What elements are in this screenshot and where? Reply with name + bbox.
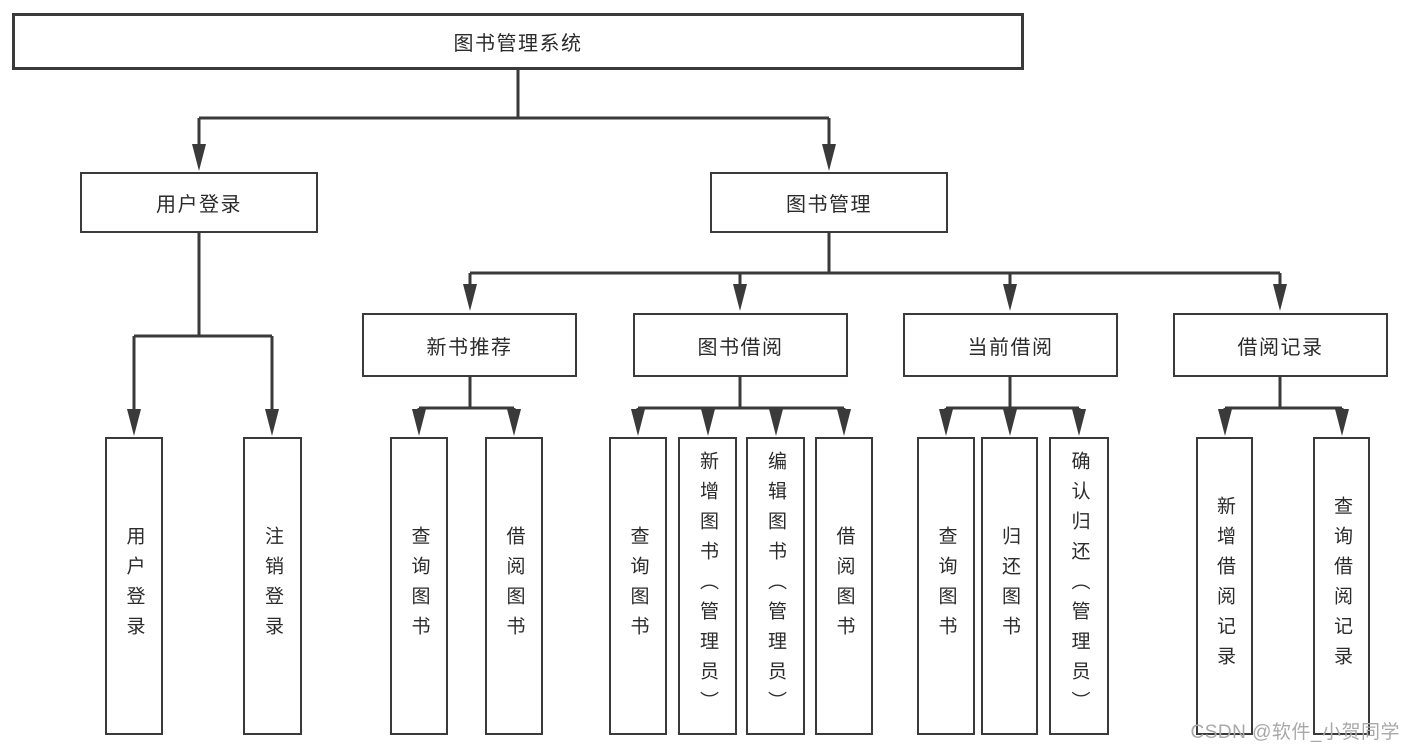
node-borrowing-records: 借阅记录 <box>1173 313 1388 377</box>
node-book-management-label: 图书管理 <box>786 194 872 216</box>
arrowhead-icons <box>127 144 1349 436</box>
leaf-current-confirm-return-admin-label: 确认归还（管理员） <box>1068 451 1090 721</box>
leaf-recommend-query-books-label: 查询图书 <box>408 526 430 646</box>
watermark: CSDN @软件_小贺同学 <box>1190 722 1400 743</box>
leaf-records-add-record-label: 新增借阅记录 <box>1214 496 1235 676</box>
leaf-borrow-query-books: 查询图书 <box>609 437 667 735</box>
node-new-book-recommendation: 新书推荐 <box>362 313 577 377</box>
leaf-recommend-query-books: 查询图书 <box>390 437 448 735</box>
leaf-borrow-add-books-admin-label: 新增图书（管理员） <box>697 451 718 721</box>
leaf-borrow-edit-books-admin: 编辑图书（管理员） <box>746 437 805 735</box>
leaf-logout-login-label: 注销登录 <box>262 526 283 646</box>
leaf-current-confirm-return-admin: 确认归还（管理员） <box>1049 437 1109 735</box>
node-user-login-label: 用户登录 <box>156 194 242 216</box>
node-current-borrowing-label: 当前借阅 <box>967 336 1054 359</box>
leaf-records-add-record: 新增借阅记录 <box>1196 437 1253 735</box>
node-book-borrowing-label: 图书借阅 <box>697 336 784 359</box>
leaf-current-query-books-label: 查询图书 <box>935 526 957 646</box>
leaf-logout-login: 注销登录 <box>243 437 302 735</box>
leaf-user-login-label: 用户登录 <box>123 526 145 646</box>
node-root-label: 图书管理系统 <box>453 33 583 55</box>
leaf-records-query-record-label: 查询借阅记录 <box>1331 496 1352 676</box>
leaf-borrow-edit-books-admin-label: 编辑图书（管理员） <box>765 451 786 721</box>
node-new-book-recommendation-label: 新书推荐 <box>426 336 513 359</box>
leaf-current-query-books: 查询图书 <box>917 437 975 735</box>
leaf-borrow-borrow-books-label: 借阅图书 <box>833 526 855 646</box>
leaf-user-login: 用户登录 <box>105 437 163 735</box>
node-root: 图书管理系统 <box>12 13 1024 70</box>
node-current-borrowing: 当前借阅 <box>903 313 1118 377</box>
leaf-records-query-record: 查询借阅记录 <box>1313 437 1370 735</box>
leaf-borrow-add-books-admin: 新增图书（管理员） <box>678 437 737 735</box>
leaf-borrow-query-books-label: 查询图书 <box>627 526 649 646</box>
connector-segments <box>132 70 1344 418</box>
node-book-borrowing: 图书借阅 <box>633 313 848 377</box>
node-book-management: 图书管理 <box>710 172 948 233</box>
leaf-recommend-borrow-books: 借阅图书 <box>485 437 543 735</box>
node-user-login: 用户登录 <box>80 172 318 233</box>
leaf-borrow-borrow-books: 借阅图书 <box>815 437 873 735</box>
node-borrowing-records-label: 借阅记录 <box>1237 336 1324 359</box>
leaf-current-return-books: 归还图书 <box>981 437 1038 735</box>
leaf-recommend-borrow-books-label: 借阅图书 <box>503 526 525 646</box>
leaf-current-return-books-label: 归还图书 <box>999 526 1020 646</box>
